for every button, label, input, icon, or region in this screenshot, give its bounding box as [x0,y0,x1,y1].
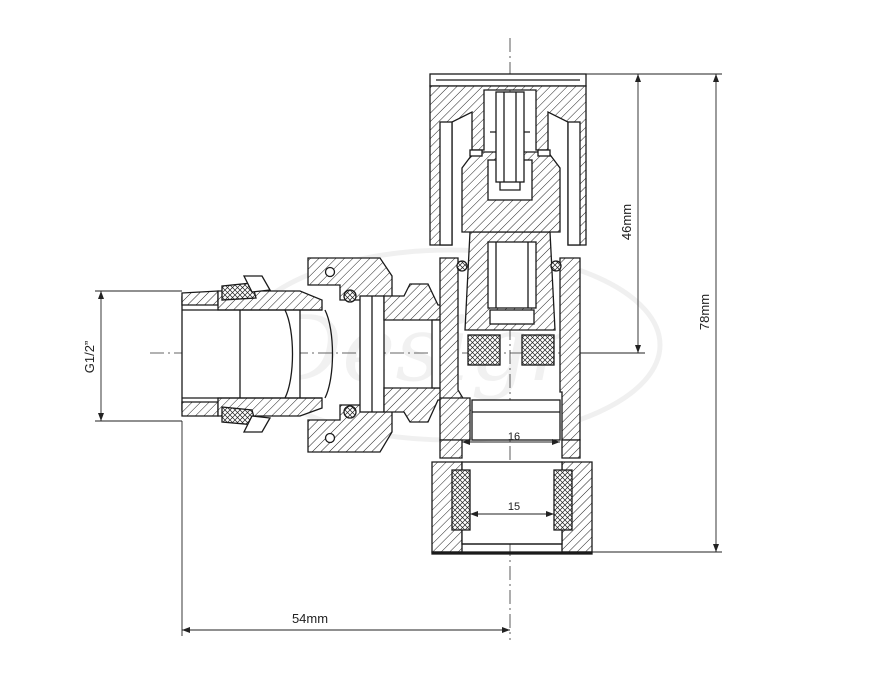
valve-body [439,151,581,459]
handwheel-cap [429,73,587,246]
union-nut [307,257,393,453]
inlet-tail [181,275,334,433]
dim-label-thread: G1/2” [82,341,97,374]
dim-label-15: 15 [508,501,520,513]
dim-label-46mm: 46mm [619,204,634,240]
dim-label-54mm: 54mm [292,611,328,626]
dim-label-78mm: 78mm [697,294,712,330]
dim-label-16: 16 [508,431,520,443]
dimension-lines [95,73,722,636]
dimension-arrows [98,74,719,633]
outlet-compression [431,461,593,555]
